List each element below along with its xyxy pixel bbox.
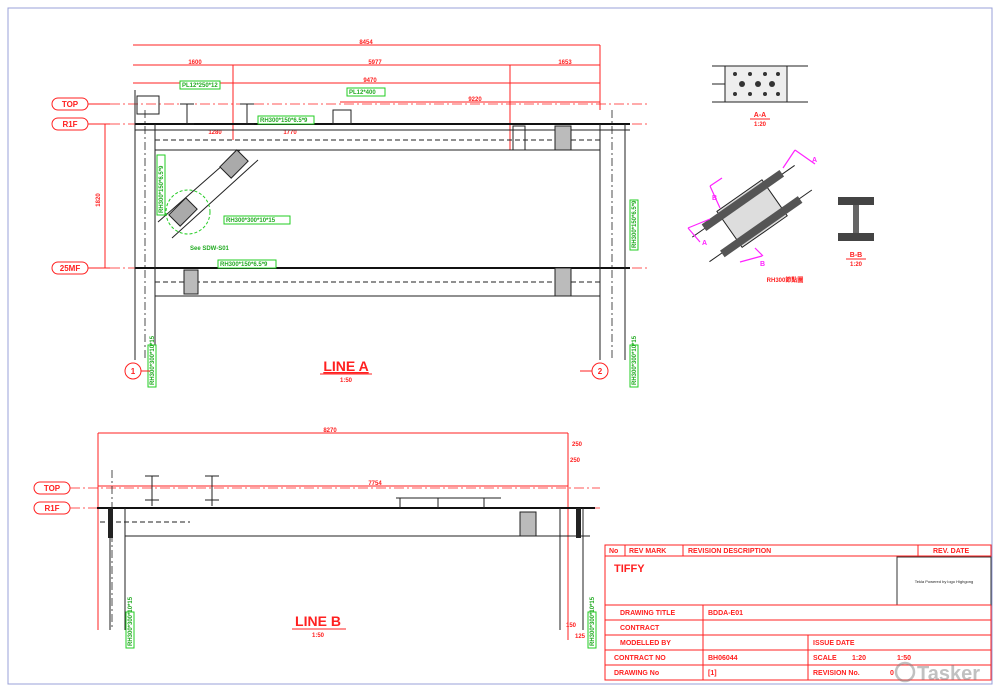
svg-text:B: B <box>712 195 717 202</box>
svg-text:BDDA-E01: BDDA-E01 <box>708 610 743 617</box>
svg-text:8454: 8454 <box>359 40 373 46</box>
svg-text:7754: 7754 <box>368 481 382 487</box>
svg-text:B: B <box>760 261 765 268</box>
grid-bubble-1: 1 <box>124 362 150 380</box>
svg-text:1770: 1770 <box>283 130 297 136</box>
svg-text:25MF: 25MF <box>60 264 81 273</box>
svg-text:RH300*300*10*15: RH300*300*10*15 <box>150 335 156 385</box>
svg-text:R1F: R1F <box>44 504 59 513</box>
svg-text:No: No <box>609 548 618 555</box>
section-b-b: B-B 1:20 <box>838 197 874 268</box>
svg-text:RH300*150*6.5*9: RH300*150*6.5*9 <box>159 165 165 213</box>
svg-text:150: 150 <box>566 623 577 629</box>
svg-text:BH06044: BH06044 <box>708 655 738 662</box>
svg-text:250: 250 <box>572 442 583 448</box>
line-b-scale: 1:50 <box>312 633 325 639</box>
line-a-scale: 1:50 <box>340 378 353 384</box>
level-tag-r1f: R1F <box>51 117 110 131</box>
svg-text:1280: 1280 <box>208 130 222 136</box>
svg-text:REVISION DESCRIPTION: REVISION DESCRIPTION <box>688 548 771 555</box>
svg-text:REVISION No.: REVISION No. <box>813 670 860 677</box>
svg-text:RH300*300*10*15: RH300*300*10*15 <box>632 335 638 385</box>
title-block: No REV MARK REVISION DESCRIPTION REV. DA… <box>604 544 992 681</box>
svg-text:9220: 9220 <box>468 97 482 103</box>
company-name: TIFFY <box>614 563 645 575</box>
sheet-border <box>7 7 993 685</box>
svg-text:1820: 1820 <box>96 193 102 207</box>
svg-text:RH300*300*10*15: RH300*300*10*15 <box>226 218 276 224</box>
level-tag-top: TOP <box>51 97 110 111</box>
level-tag-25mf: 25MF <box>51 261 110 275</box>
svg-text:1:20: 1:20 <box>754 122 767 128</box>
member-tags: PL12*250*12 PL12*400 RH300*150*6.5*9 RH3… <box>147 80 639 388</box>
svg-text:ISSUE DATE: ISSUE DATE <box>813 640 855 647</box>
svg-text:2: 2 <box>598 367 603 376</box>
level-tag-top-b: TOP <box>33 481 71 495</box>
svg-text:1: 1 <box>131 367 136 376</box>
svg-text:A-A: A-A <box>754 112 766 119</box>
svg-text:8270: 8270 <box>323 428 337 434</box>
svg-text:Tasker: Tasker <box>917 663 980 685</box>
svg-text:A: A <box>812 157 817 164</box>
brace-joint-detail: A A B B RH300節點圖 <box>687 149 817 284</box>
line-a-elevation: TOP R1F 25MF 8454 1600 8454 5977 1653 94… <box>51 40 650 388</box>
svg-text:PL12*250*12: PL12*250*12 <box>182 83 218 89</box>
svg-text:TOP: TOP <box>62 100 79 109</box>
line-b-title: LINE B <box>295 613 341 629</box>
svg-text:See SDW-S01: See SDW-S01 <box>190 246 230 252</box>
svg-text:DRAWING TITLE: DRAWING TITLE <box>620 610 676 617</box>
svg-text:R1F: R1F <box>62 120 77 129</box>
svg-text:DRAWING No: DRAWING No <box>614 670 659 677</box>
svg-text:1:20: 1:20 <box>852 655 866 662</box>
svg-text:5977: 5977 <box>368 60 382 66</box>
logo-note: Tekla Powered by logo Highgong <box>915 579 973 584</box>
svg-text:MODELLED BY: MODELLED BY <box>620 640 671 647</box>
svg-text:125: 125 <box>575 634 586 640</box>
tasker-watermark: Tasker <box>894 661 980 685</box>
svg-text:A: A <box>702 240 707 247</box>
svg-text:REV. DATE: REV. DATE <box>933 548 970 555</box>
svg-text:RH300*150*6.5*9: RH300*150*6.5*9 <box>220 262 268 268</box>
svg-text:250: 250 <box>570 458 581 464</box>
svg-text:1:50: 1:50 <box>897 655 911 662</box>
line-a-title: LINE A <box>323 358 368 374</box>
line-b-elevation: TOP R1F 8270 7754 250 250 150 125 RH300*… <box>33 428 600 649</box>
svg-text:1:20: 1:20 <box>850 262 863 268</box>
svg-text:REV MARK: REV MARK <box>629 548 666 555</box>
svg-text:CONTRACT NO: CONTRACT NO <box>614 655 666 662</box>
svg-text:TOP: TOP <box>44 484 61 493</box>
svg-text:RH300*300*10*15: RH300*300*10*15 <box>128 596 134 646</box>
grid-bubble-2: 2 <box>580 362 609 380</box>
svg-text:CONTRACT: CONTRACT <box>620 625 660 632</box>
svg-text:9470: 9470 <box>363 78 377 84</box>
svg-text:RH300*300*10*15: RH300*300*10*15 <box>590 596 596 646</box>
svg-text:1600: 1600 <box>188 60 202 66</box>
svg-text:RH300*150*6.5*9: RH300*150*6.5*9 <box>632 200 638 248</box>
svg-text:PL12*400: PL12*400 <box>349 90 376 96</box>
svg-text:1653: 1653 <box>558 60 572 66</box>
svg-text:RH300節點圖: RH300節點圖 <box>767 276 804 284</box>
svg-text:RH300*150*6.5*9: RH300*150*6.5*9 <box>260 118 308 124</box>
section-a-a: A-A 1:20 <box>712 65 808 128</box>
svg-text:B-B: B-B <box>850 252 862 259</box>
level-tag-r1f-b: R1F <box>33 501 71 515</box>
svg-text:[1]: [1] <box>708 670 717 677</box>
svg-text:0: 0 <box>890 670 894 677</box>
svg-text:SCALE: SCALE <box>813 655 837 662</box>
